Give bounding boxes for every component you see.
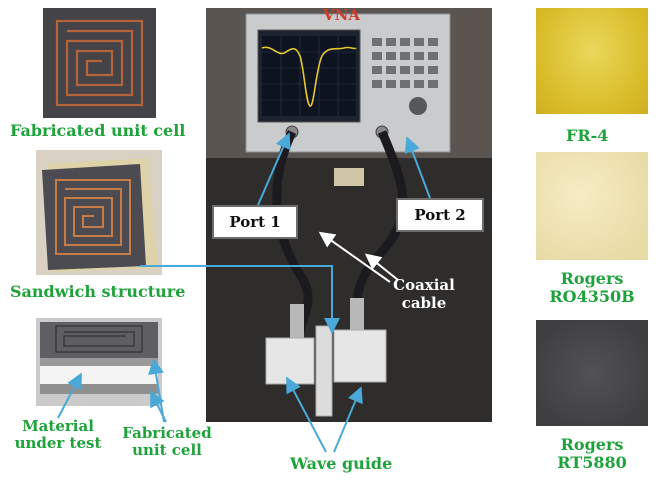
port1-label: Port 1 bbox=[212, 205, 298, 239]
fr4-swatch bbox=[536, 8, 648, 114]
coaxial-arrow-right bbox=[364, 253, 399, 281]
vna-scene bbox=[206, 8, 492, 422]
ro4350b-swatch bbox=[536, 152, 648, 260]
fab-line2: unit cell bbox=[132, 440, 202, 459]
port1-arrow bbox=[257, 132, 291, 206]
label-rogers-ro4350b: Rogers RO4350B bbox=[532, 270, 652, 305]
rt5880-swatch bbox=[536, 320, 648, 426]
label-fabricated-unit-cell-small: Fabricated unit cell bbox=[112, 425, 222, 458]
ro-line1: Rogers bbox=[560, 269, 624, 288]
label-fabricated-unit-cell: Fabricated unit cell bbox=[10, 121, 186, 140]
coaxial-arrow-left bbox=[318, 231, 391, 283]
label-sandwich-structure: Sandwich structure bbox=[10, 282, 186, 301]
port2-arrow bbox=[404, 136, 431, 199]
sandwich-structure-photo bbox=[36, 150, 162, 275]
material-under-test-photo bbox=[36, 318, 162, 406]
vna-label: VNA bbox=[323, 6, 360, 24]
coaxial-cable-label: Coaxial cable bbox=[382, 276, 466, 312]
port2-label: Port 2 bbox=[396, 198, 484, 232]
waveguide-arrow-left bbox=[286, 376, 327, 453]
fab-arrow-bottom bbox=[150, 390, 167, 423]
sandwich-connector-line bbox=[140, 265, 340, 334]
label-rogers-rt5880: Rogers RT5880 bbox=[532, 436, 652, 471]
unit-cell-photo bbox=[43, 8, 156, 118]
label-fr4: FR-4 bbox=[566, 126, 609, 145]
vna-setup-photo bbox=[206, 8, 492, 422]
material-line1: Material bbox=[22, 417, 94, 435]
rt-line1: Rogers bbox=[560, 435, 624, 454]
material-line2: under test bbox=[14, 433, 102, 452]
coaxial-line2: cable bbox=[401, 294, 447, 312]
fab-line1: Fabricated bbox=[122, 424, 212, 442]
waveguide-arrow-right bbox=[333, 386, 363, 453]
label-material-under-test: Material under test bbox=[6, 418, 110, 451]
mut-arrow bbox=[57, 372, 82, 419]
coaxial-line1: Coaxial bbox=[393, 276, 455, 294]
ro-line2: RO4350B bbox=[549, 286, 635, 306]
label-wave-guide: Wave guide bbox=[290, 454, 393, 473]
rt-line2: RT5880 bbox=[557, 452, 627, 472]
spiral-pattern bbox=[43, 8, 156, 118]
